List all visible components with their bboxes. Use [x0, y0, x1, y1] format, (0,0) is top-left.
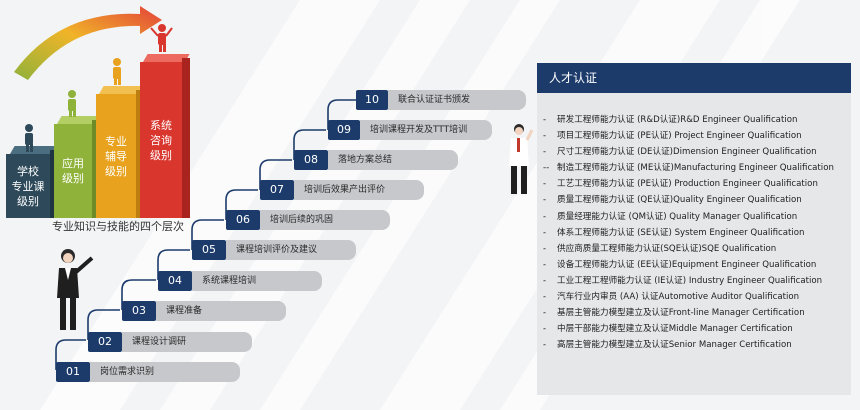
list-item: -工业工程工程师能力认证 (IE认证) Industry Engineer Qu… — [543, 275, 823, 286]
bar-3: 专业 辅导 级别 — [96, 94, 136, 218]
growth-arrow-icon — [14, 6, 162, 80]
step-label: 岗位需求识别 — [90, 362, 240, 382]
step-number: 02 — [88, 332, 122, 352]
certification-panel — [537, 63, 851, 395]
list-item: -中层干部能力模型建立及认证Middle Manager Certificati… — [543, 324, 793, 335]
step-number: 04 — [158, 271, 192, 291]
step-label: 培训课程开发及TTT培训 — [360, 120, 492, 140]
list-item: -体系工程师能力认证 (SE认证) System Engineer Qualif… — [543, 227, 805, 238]
step-label: 系统课程培训 — [192, 271, 322, 291]
bar-2: 应用 级别 — [54, 124, 92, 218]
list-item: -研发工程师能力认证 (R&D认证)R&D Engineer Qualifica… — [543, 115, 798, 125]
step-number: 09 — [328, 120, 360, 140]
step-number: 10 — [356, 90, 388, 110]
step-number: 01 — [56, 362, 90, 382]
panel-title: 人才认证 — [537, 63, 851, 93]
certification-list: -研发工程师能力认证 (R&D认证)R&D Engineer Qualifica… — [543, 112, 834, 353]
list-item: -供应商质量工程师能力认证(SQE认证)SQE Qualification — [543, 243, 777, 254]
bar-1: 学校 专业课 级别 — [6, 154, 50, 218]
step-label: 培训后效果产出评价 — [294, 180, 424, 200]
step-label: 课程设计调研 — [122, 332, 252, 352]
podium-caption: 专业知识与技能的四个层次 — [52, 220, 184, 233]
list-item: -基层主管能力模型建立及认证Front-line Manager Certifi… — [543, 308, 805, 319]
podium: 学校 专业课 级别 应用 级别 专业 辅导 级别 系统 咨询 级别 — [0, 0, 220, 230]
climber-figures-icon — [25, 24, 173, 152]
list-item: -高层主管能力模型建立及认证Senior Manager Certificati… — [543, 340, 792, 351]
list-item: -质量工程师能力认证 (QE认证)Quality Engineer Qualif… — [543, 195, 802, 206]
step-number: 05 — [192, 240, 226, 260]
step-label: 课程培训评价及建议 — [226, 240, 356, 260]
presenter-woman-icon — [57, 249, 94, 330]
list-item: -尺寸工程师能力认证 (DE认证)Dimension Engineer Qual… — [543, 147, 817, 158]
list-item: -工艺工程师能力认证 (PE认证) Production Engineer Qu… — [543, 179, 818, 190]
list-item: -项目工程师能力认证 (PE认证) Project Engineer Quali… — [543, 131, 802, 142]
list-item: -设备工程师能力认证 (EE认证)Equipment Engineer Qual… — [543, 259, 817, 270]
step-label: 课程准备 — [156, 301, 286, 321]
list-item: -汽车行业内审员 (AA) 认证Automotive Auditor Quali… — [543, 292, 800, 303]
step-label: 联合认证证书颁发 — [388, 90, 526, 110]
list-item: -质量经理能力认证 (QM认证) Quality Manager Qualifi… — [543, 211, 798, 222]
step-number: 08 — [294, 150, 328, 170]
list-item: --制造工程师能力认证 (ME认证)Manufacturing Engineer… — [543, 163, 834, 174]
bar-4: 系统 咨询 级别 — [140, 62, 182, 218]
step-number: 03 — [122, 301, 156, 321]
step-label: 落地方案总结 — [328, 150, 458, 170]
step-number: 07 — [260, 180, 294, 200]
presenter-man-icon — [509, 124, 534, 194]
step-label: 培训后续的巩固 — [260, 210, 390, 230]
step-number: 06 — [226, 210, 260, 230]
bar-4-side — [182, 58, 190, 218]
